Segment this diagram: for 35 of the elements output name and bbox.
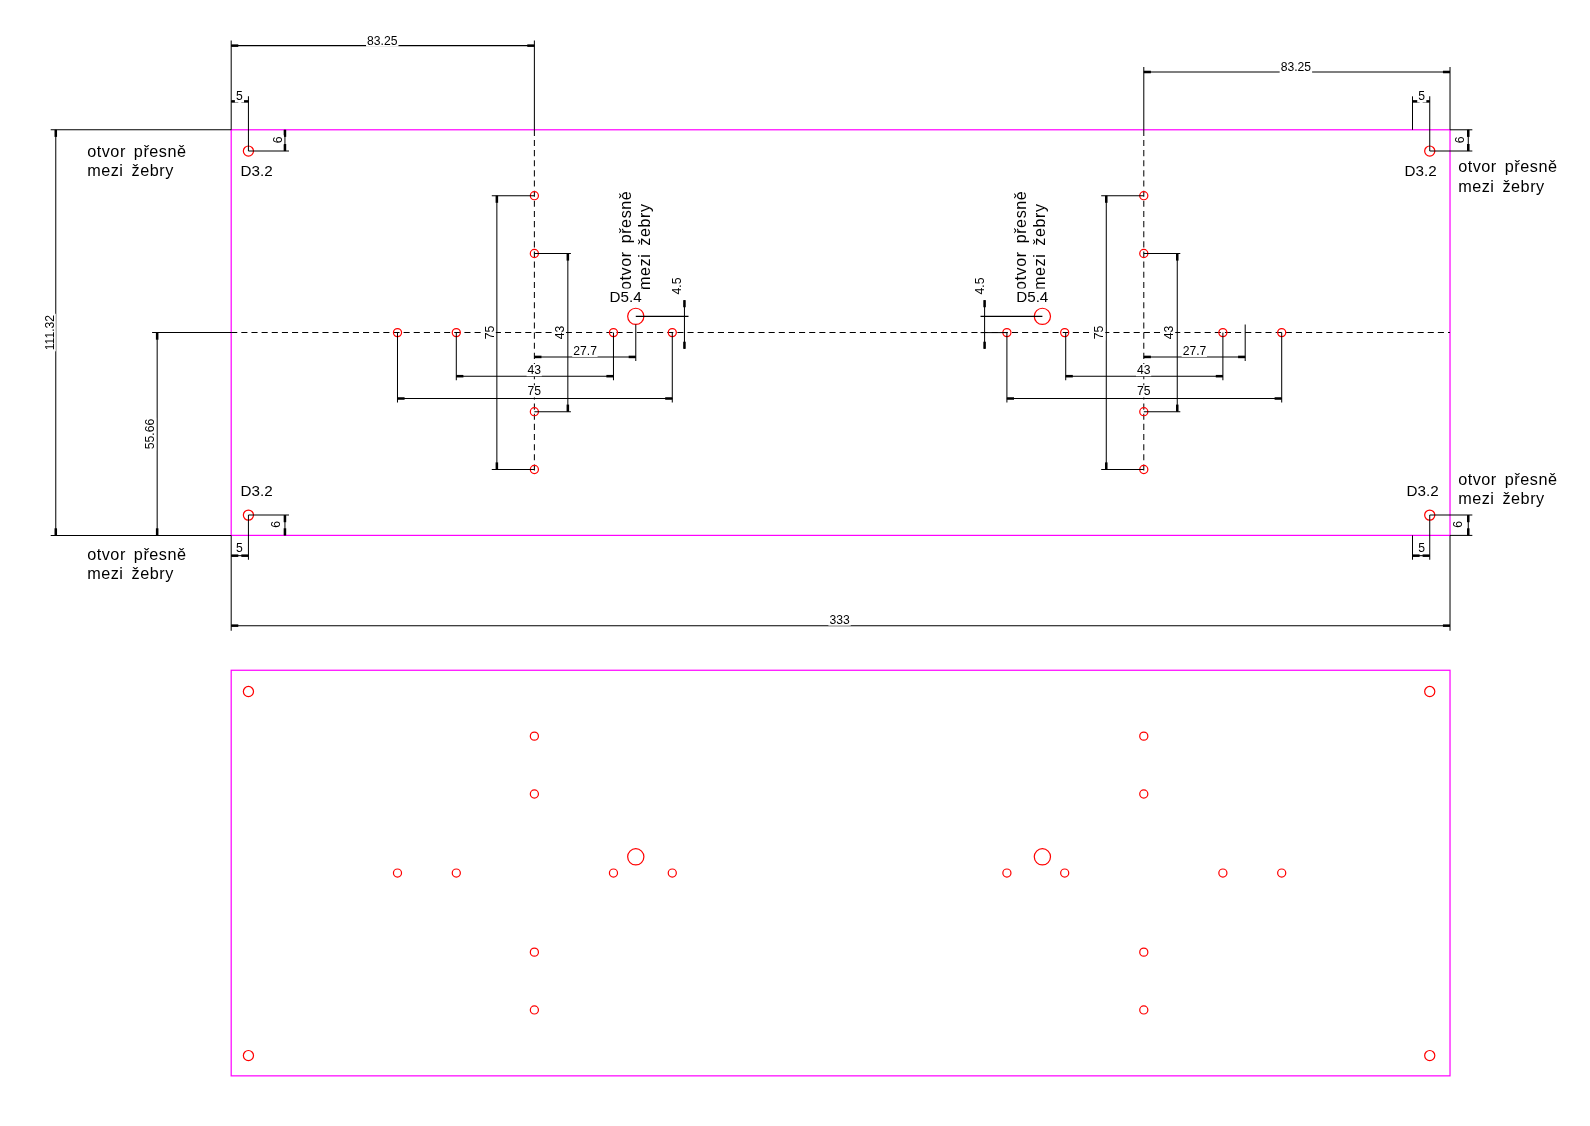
dimension-value: 43 <box>553 324 566 341</box>
dimension-value: 6 <box>269 519 282 529</box>
dimension-value: 43 <box>1163 324 1176 341</box>
dimension-value: 6 <box>1452 519 1465 529</box>
dimension-value: 75 <box>526 385 543 398</box>
dimension-value: 75 <box>1136 385 1152 398</box>
dimension-value: 5 <box>234 541 244 554</box>
dimension-value: 75 <box>1093 324 1106 341</box>
hole-diameter-label: D3.2 <box>239 483 274 499</box>
dimension-value: 4.5 <box>973 276 986 296</box>
dimension-value: 5 <box>1417 90 1427 103</box>
dimension-value: 55.66 <box>144 417 157 451</box>
dimension-value: 83.25 <box>1279 60 1313 73</box>
dimension-value: 5 <box>1417 541 1427 554</box>
dimension-value: 111.32 <box>43 313 56 352</box>
dimension-value: 27.7 <box>572 344 598 357</box>
hole-diameter-label: D5.4 <box>1015 288 1050 304</box>
note-text: otvor přesně mezi žebry <box>87 544 188 584</box>
dimension-value: 6 <box>271 135 284 145</box>
dimension-value: 4.5 <box>671 276 684 296</box>
note-text: otvor přesně mezi žebry <box>1458 157 1559 197</box>
note-text: otvor přesně mezi žebry <box>1010 189 1050 290</box>
note-text: otvor přesně mezi žebry <box>615 189 654 290</box>
hole-diameter-label: D3.2 <box>1405 483 1440 499</box>
hole-diameter-label: D5.4 <box>608 288 643 304</box>
dimension-value: 5 <box>234 90 244 103</box>
dimension-value: 43 <box>526 364 543 377</box>
dimension-value: 27.7 <box>1181 344 1208 357</box>
dimension-value: 43 <box>1136 364 1152 377</box>
dimension-value: 6 <box>1454 135 1467 145</box>
dimension-value: 83.25 <box>366 34 399 47</box>
dimension-value: 333 <box>828 613 851 626</box>
note-text: otvor přesně mezi žebry <box>87 141 188 181</box>
note-text: otvor přesně mezi žebry <box>1458 469 1559 509</box>
dimension-value: 75 <box>483 324 496 341</box>
